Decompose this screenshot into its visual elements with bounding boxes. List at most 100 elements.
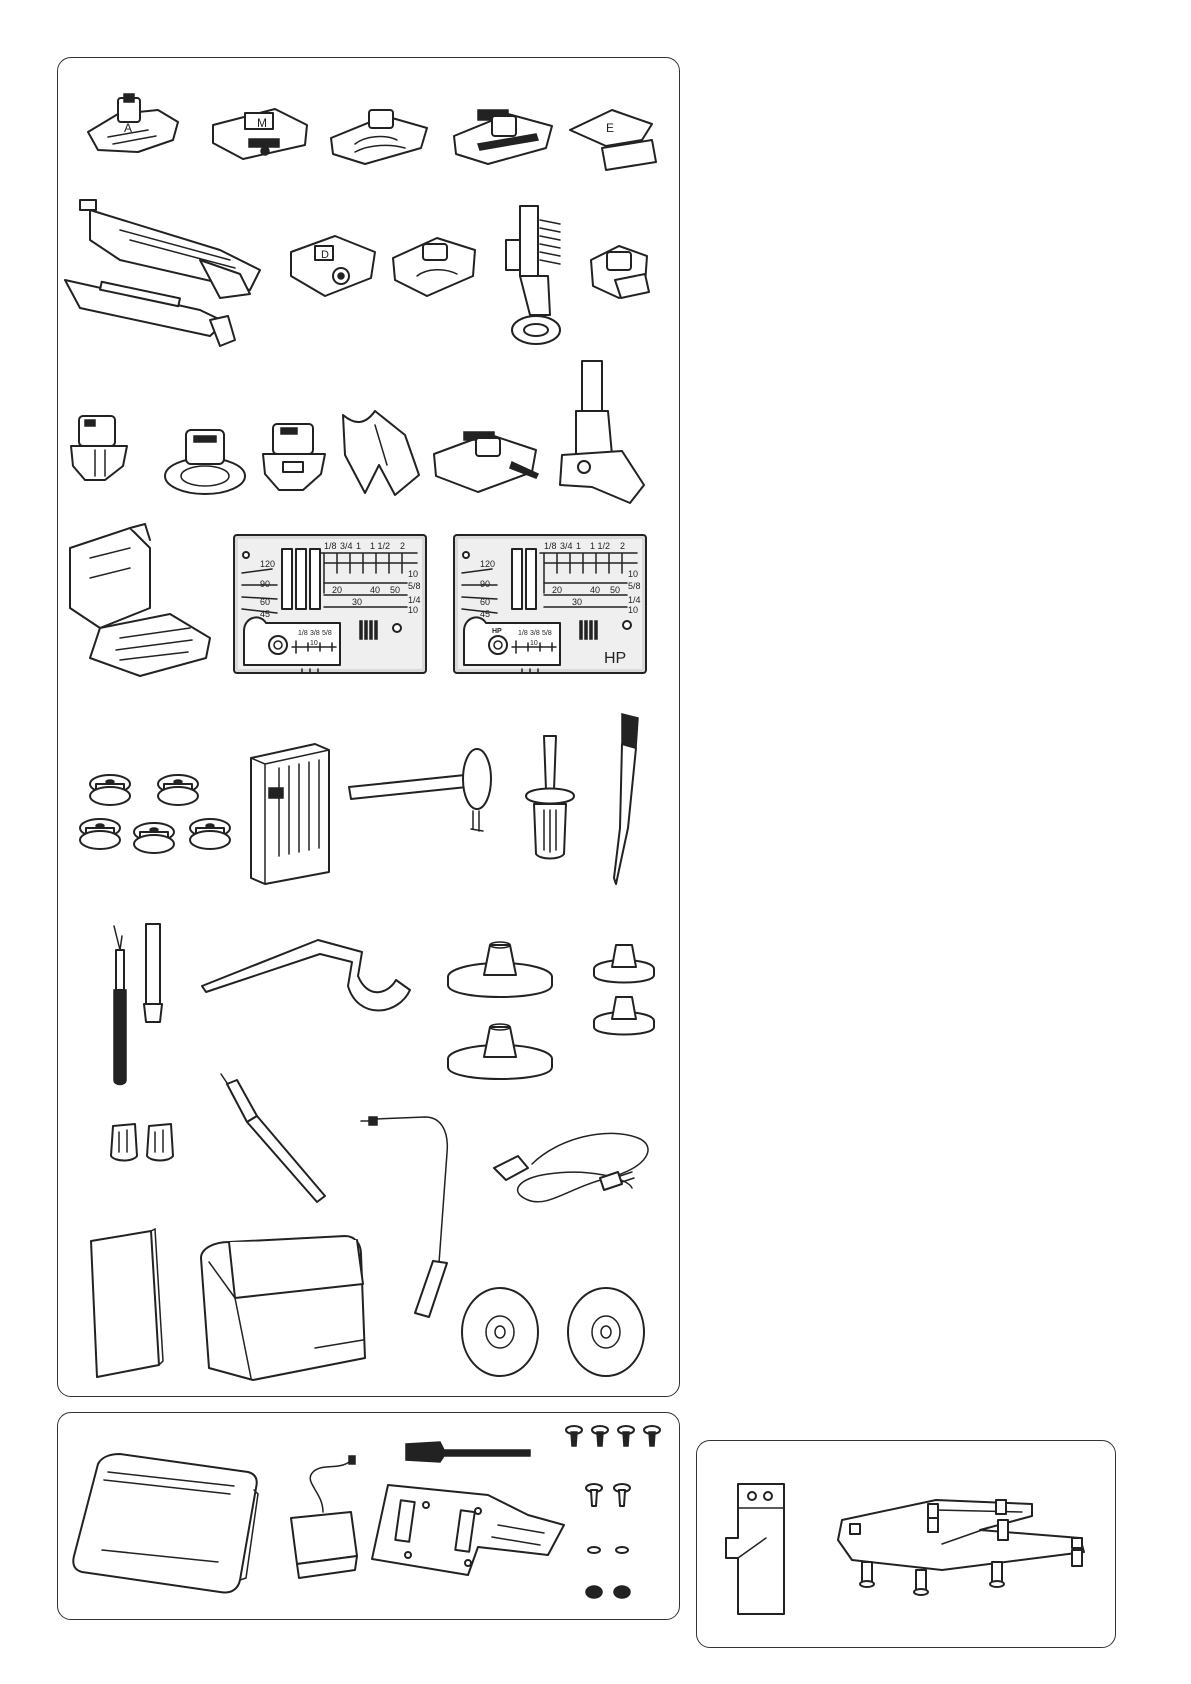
leg bbox=[859, 1561, 875, 1588]
leg bbox=[989, 1561, 1005, 1588]
scale-right: 10 bbox=[628, 569, 638, 579]
insert-top: 5/8 bbox=[542, 630, 552, 637]
spool-caps bbox=[110, 1123, 174, 1162]
rolled-hem-foot-d: D bbox=[290, 235, 376, 297]
bobbin bbox=[189, 818, 231, 850]
table-stand bbox=[837, 1499, 1085, 1596]
foot-letter: M bbox=[257, 116, 267, 130]
screw bbox=[617, 1425, 635, 1447]
insert-label: HP bbox=[492, 628, 502, 635]
scale-left: 90 bbox=[260, 579, 270, 589]
presser-foot-3 bbox=[330, 109, 428, 165]
leg bbox=[997, 1519, 1009, 1541]
scale-left: 60 bbox=[480, 597, 490, 607]
bobbin bbox=[79, 818, 121, 850]
instruction-manual bbox=[90, 1227, 164, 1378]
insert-top: 3/8 bbox=[530, 630, 540, 637]
screw bbox=[643, 1425, 661, 1447]
scale-right: 1/4 bbox=[628, 595, 641, 605]
darning-foot bbox=[505, 205, 561, 345]
scale-left: 120 bbox=[260, 559, 275, 569]
bobbin bbox=[157, 774, 199, 806]
presser-foot-e: E bbox=[569, 109, 657, 171]
touch-pen bbox=[220, 1073, 326, 1203]
presser-foot-4 bbox=[453, 109, 553, 165]
velcro-strap bbox=[405, 1441, 531, 1463]
insert-top: 3/8 bbox=[310, 630, 320, 637]
scale-right: 10 bbox=[408, 569, 418, 579]
foot-control bbox=[290, 1455, 358, 1579]
scale-mid: 20 bbox=[552, 585, 562, 595]
scale-top: 1 1/2 bbox=[370, 541, 390, 551]
scale-top: 1/8 bbox=[324, 541, 337, 551]
scale-top: 1 bbox=[576, 541, 581, 551]
spool-holder-small bbox=[593, 944, 655, 1036]
leg bbox=[1071, 1537, 1083, 1567]
scale-top: 3/4 bbox=[560, 541, 573, 551]
leg bbox=[913, 1569, 929, 1596]
satin-foot bbox=[262, 423, 326, 491]
scale-top: 1 bbox=[356, 541, 361, 551]
quarter-inch-foot bbox=[433, 431, 540, 493]
spool-pin bbox=[348, 748, 492, 832]
scale-mid: 20 bbox=[332, 585, 342, 595]
needle-plate-hp: 120 90 60 45 1/8 3/4 1 1 1/2 2 10 5/8 1/… bbox=[453, 534, 647, 674]
hp-mark: HP bbox=[604, 650, 626, 667]
scale-left: 45 bbox=[260, 609, 270, 619]
bobbin bbox=[133, 822, 175, 854]
scale-left: 45 bbox=[480, 609, 490, 619]
knee-lift-bar bbox=[360, 1116, 449, 1318]
bobbin bbox=[89, 774, 131, 806]
extension-table bbox=[72, 1453, 259, 1594]
buttonhole-foot bbox=[64, 199, 261, 347]
foot-letter: A bbox=[124, 121, 132, 135]
rubber-foot bbox=[585, 1585, 603, 1599]
leg bbox=[849, 1523, 861, 1535]
scale-left: 90 bbox=[480, 579, 490, 589]
seam-guide bbox=[725, 1483, 785, 1615]
leg bbox=[927, 1503, 939, 1533]
washer bbox=[587, 1546, 601, 1554]
foot-letter: E bbox=[606, 121, 614, 135]
scale-mid: 30 bbox=[572, 597, 582, 607]
spool-holder-large bbox=[447, 941, 553, 1080]
scale-right: 5/8 bbox=[408, 581, 421, 591]
open-toe-foot bbox=[590, 245, 650, 299]
scale-right: 5/8 bbox=[628, 581, 641, 591]
insert-top: 1/8 bbox=[518, 630, 528, 637]
scale-right: 1/4 bbox=[408, 595, 421, 605]
scale-mid: 40 bbox=[370, 585, 380, 595]
seam-ripper-cap bbox=[143, 923, 163, 1023]
screw bbox=[591, 1425, 609, 1447]
scale-right: 10 bbox=[408, 605, 418, 615]
screw bbox=[585, 1483, 603, 1507]
rubber-foot bbox=[613, 1585, 631, 1599]
accessories-panel bbox=[57, 57, 680, 1397]
screw bbox=[613, 1483, 631, 1507]
washer bbox=[615, 1546, 629, 1554]
screwdriver bbox=[525, 735, 575, 860]
mounting-plate bbox=[371, 1484, 565, 1576]
cd-rom-1 bbox=[461, 1287, 539, 1377]
quilting-foot-round bbox=[164, 429, 246, 495]
scale-mid: 50 bbox=[390, 585, 400, 595]
scale-right: 10 bbox=[628, 605, 638, 615]
scale-top: 3/4 bbox=[340, 541, 353, 551]
screw bbox=[565, 1425, 583, 1447]
presser-foot-a: A bbox=[87, 93, 179, 153]
scale-mid: 30 bbox=[352, 597, 362, 607]
scale-left: 120 bbox=[480, 559, 495, 569]
power-cord bbox=[493, 1132, 649, 1203]
scale-top: 1 1/2 bbox=[590, 541, 610, 551]
presser-foot-m: M bbox=[212, 108, 308, 160]
zipper-foot-tall bbox=[559, 360, 645, 504]
scale-left: 60 bbox=[260, 597, 270, 607]
insert-top: 1/8 bbox=[298, 630, 308, 637]
blind-hem-foot bbox=[70, 415, 128, 481]
insert-mid: 10 bbox=[530, 640, 538, 647]
needle-set bbox=[250, 743, 330, 885]
needle-plate-standard: 120 90 60 45 1/8 3/4 1 1 1/2 2 10 5/8 1/… bbox=[233, 534, 427, 674]
knee-lifter bbox=[201, 939, 411, 1012]
accessory-bag bbox=[200, 1235, 366, 1381]
scale-mid: 50 bbox=[610, 585, 620, 595]
